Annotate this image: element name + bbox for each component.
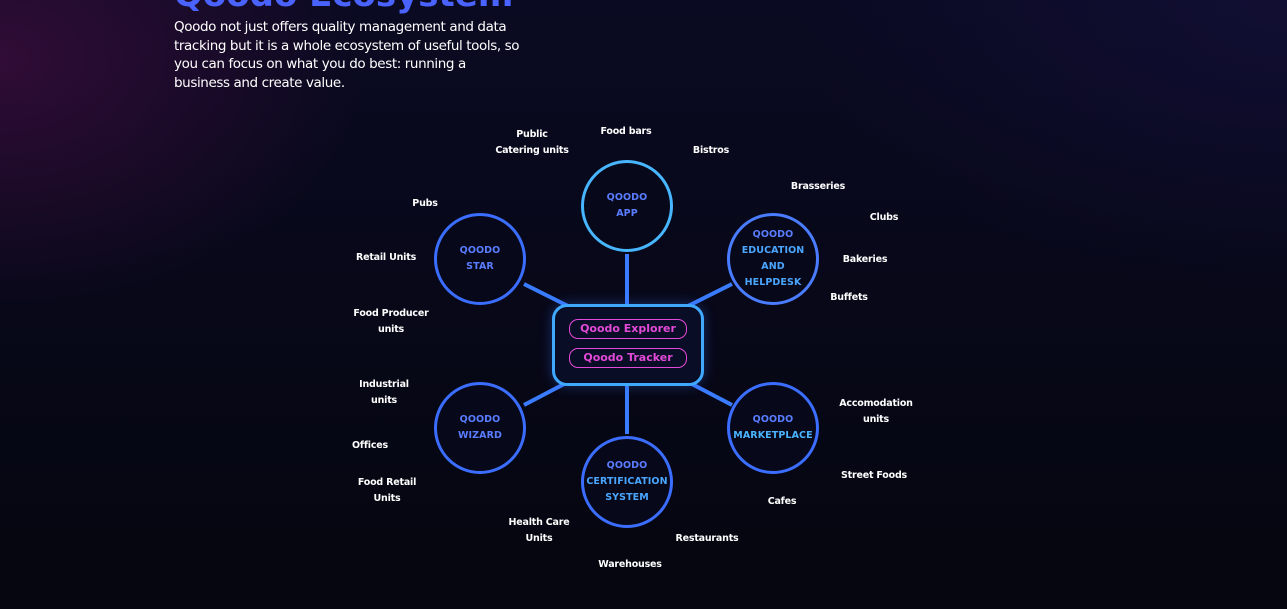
label-offices: Offices	[352, 440, 388, 451]
label-restaurants: Restaurants	[675, 533, 739, 544]
label-food-producer: Food Producer units	[353, 308, 429, 335]
label-brasseries: Brasseries	[790, 181, 846, 192]
node-label: QOODO	[459, 245, 501, 256]
label-cafes: Cafes	[767, 496, 797, 507]
node-qoodo-star[interactable]: QOODO STAR	[434, 213, 526, 305]
label-clubs: Clubs	[869, 212, 899, 223]
label-bistros: Bistros	[692, 145, 730, 156]
connector-education	[687, 282, 733, 308]
section-description: Qoodo not just offers quality management…	[174, 19, 520, 91]
node-label: QOODO	[459, 414, 501, 425]
label-food-bars: Food bars	[600, 126, 652, 137]
node-label: WIZARD	[457, 430, 503, 441]
page-title: Qoodo Ecosystem	[174, 0, 513, 12]
node-label: APP	[616, 208, 638, 219]
node-label: EDUCATION AND	[741, 245, 805, 272]
label-industrial: Industrial units	[359, 379, 409, 406]
node-label: CERTIFICATION	[586, 476, 668, 487]
label-health-care: Health Care Units	[508, 517, 570, 544]
label-pubs: Pubs	[412, 198, 438, 209]
node-label: MARKETPLACE	[733, 430, 813, 441]
node-qoodo-wizard[interactable]: QOODO WIZARD	[434, 382, 526, 474]
node-label: QOODO	[752, 229, 794, 240]
label-buffets: Buffets	[830, 292, 868, 303]
node-qoodo-certification[interactable]: QOODO CERTIFICATION SYSTEM	[581, 436, 673, 528]
node-qoodo-education[interactable]: QOODO EDUCATION AND HELPDESK	[727, 213, 819, 305]
label-warehouses: Warehouses	[598, 559, 662, 570]
connector-star	[523, 282, 569, 308]
node-label: QOODO	[606, 460, 648, 471]
label-bakeries: Bakeries	[842, 254, 888, 265]
node-label: QOODO	[606, 192, 648, 203]
hub-item-explorer[interactable]: Qoodo Explorer	[569, 319, 687, 339]
hub-box: Qoodo Explorer Qoodo Tracker	[552, 304, 704, 386]
label-street-foods: Street Foods	[840, 470, 908, 481]
node-label: HELPDESK	[744, 277, 802, 288]
label-public-catering: Public Catering units	[495, 129, 569, 156]
connector-marketplace	[687, 380, 733, 407]
label-accomodation: Accomodation units	[839, 398, 913, 425]
node-qoodo-app[interactable]: QOODO APP	[581, 160, 673, 252]
connector-wizard	[523, 380, 569, 407]
node-label: SYSTEM	[605, 492, 649, 503]
hub-item-tracker[interactable]: Qoodo Tracker	[569, 348, 687, 368]
node-label: QOODO	[752, 414, 794, 425]
label-food-retail: Food Retail Units	[357, 477, 417, 504]
node-qoodo-marketplace[interactable]: QOODO MARKETPLACE	[727, 382, 819, 474]
label-retail-units: Retail Units	[355, 252, 417, 263]
node-label: STAR	[466, 261, 494, 272]
